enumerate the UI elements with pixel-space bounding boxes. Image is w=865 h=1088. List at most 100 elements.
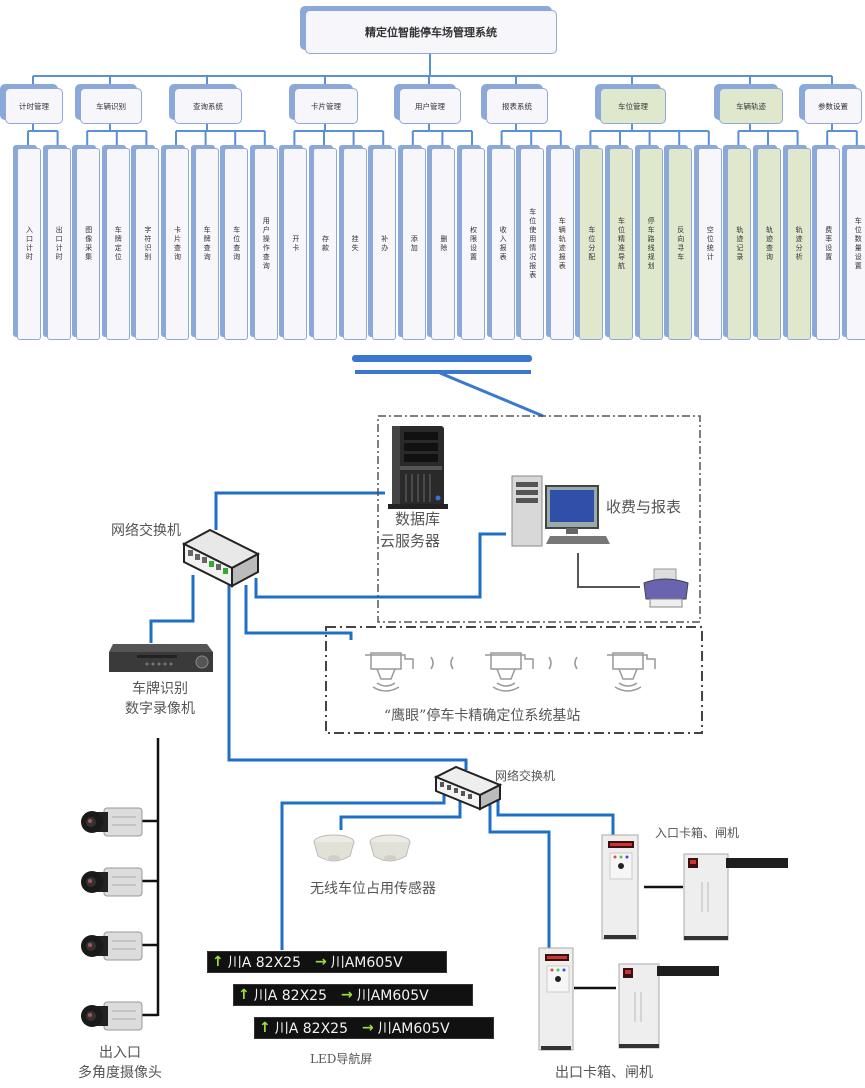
billing-label: 收费与报表 [606,498,682,516]
link-switch-to-dvr [149,575,195,643]
leaf-node: 停车路线规划 [638,148,663,340]
leaf-label: 字符识别 [143,226,152,262]
leaf-node: 卡片查询 [165,148,189,340]
category-label: 计时管理 [19,101,49,111]
exit-gate-label: 出口卡箱、闸机 [555,1065,653,1081]
arrow-up-icon: ↑ [238,987,250,1003]
leaf-node: 轨迹查询 [757,148,781,340]
leaf-node: 收入报表 [490,148,515,340]
entry-barrier-gate-icon [683,853,788,941]
category-label: 车位管理 [618,101,648,111]
leaf-label: 存款 [321,235,330,253]
arrow-right-icon: → [361,1020,374,1036]
leaf-label: 开卡 [291,235,300,253]
leaf-label: 车辆轨迹报表 [558,217,567,271]
leaf-label: 用户操作查询 [262,217,271,271]
led-display-1: ↑ 川A 82X25 → 川AM605V [207,951,447,973]
entry-gate-label: 入口卡箱、闸机 [655,826,740,840]
link-sub-to-exit [488,803,551,948]
leaf-label: 添加 [410,235,419,253]
entry-card-box-icon [601,834,639,940]
arrow-right-icon: → [340,987,353,1003]
leaf-label: 车位数量设置 [854,217,863,271]
category-node: 车辆识别 [80,88,142,124]
leaf-label: 图像采集 [84,226,93,262]
category-label: 查询系统 [193,101,223,111]
leaf-node: 轨迹分析 [786,148,811,340]
leaf-node: 车牌定位 [105,148,130,340]
leaf-node: 车位数量设置 [845,148,865,340]
leaf-node: 费率设置 [816,148,841,340]
arrow-right-icon: → [314,954,327,970]
leaf-node: 删除 [431,148,456,340]
category-label: 用户管理 [415,101,445,111]
leaf-label: 轨迹记录 [735,226,744,262]
leaf-label: 车位精准导航 [617,217,626,271]
exit-barrier-gate-icon [618,963,719,1049]
sensor-label: 无线车位占用传感器 [310,881,436,897]
base-station-group-boundary [325,626,703,734]
leaf-node: 补办 [372,148,397,340]
link-sub-to-led [280,795,446,950]
base-station-icon-2 [485,652,534,692]
category-label: 卡片管理 [311,101,341,111]
leaf-node: 字符识别 [135,148,160,340]
computer-icon [511,475,610,547]
leaf-node: 车位分配 [579,148,604,340]
camera-label-line2: 多角度摄像头 [78,1065,162,1081]
printer-icon [643,568,689,608]
server-group-boundary [377,415,701,623]
dvr-label-line2: 数字录像机 [125,701,195,717]
leaf-node: 添加 [401,148,426,340]
divider-bar-bottom [355,370,531,374]
leaf-label: 车位分配 [587,226,596,262]
led-plate-1: 川A 82X25 [227,955,301,971]
led-plate-1: 川A 82X25 [253,988,327,1004]
led-display-2: ↑ 川A 82X25 → 川AM605V [233,984,473,1006]
camera-label-line1: 出入口 [99,1045,141,1061]
arrow-up-icon: ↑ [259,1020,271,1036]
link-switch-to-base [244,585,353,640]
switch-main-label: 网络交换机 [111,523,181,539]
link-sub-to-sensor [339,800,462,830]
category-node: 车位管理 [600,88,666,124]
leaf-node: 车位精准导航 [609,148,633,340]
leaf-node: 图像采集 [76,148,101,340]
exit-card-box-icon [538,947,574,1051]
leaf-label: 卡片查询 [173,226,182,262]
base-station-icon-3 [607,652,656,692]
link-switch-to-subswitch [227,585,468,770]
leaf-node: 车辆轨迹报表 [549,148,574,340]
arrow-up-icon: ↑ [212,954,224,970]
leaf-label: 挂失 [351,235,360,253]
leaf-node: 反向寻车 [668,148,693,340]
leaf-label: 轨迹查询 [765,226,774,262]
network-switch-main-icon [181,528,261,588]
leaf-label: 删除 [439,235,448,253]
leaf-node: 车位使用情况报表 [520,148,545,340]
link-sub-to-entry [496,797,615,835]
leaf-label: 空位统计 [706,226,715,262]
led-plate-2: 川AM605V [356,988,429,1004]
link-divider-to-server-group [439,371,544,418]
link-switch-to-db [214,491,385,530]
leaf-label: 车位查询 [232,226,241,262]
leaf-label: 车牌定位 [114,226,123,262]
camera-icon [80,999,144,1037]
leaf-node: 空位统计 [697,148,722,340]
category-node: 卡片管理 [294,88,358,124]
leaf-node: 轨迹记录 [727,148,752,340]
leaf-label: 轨迹分析 [795,226,804,262]
category-node: 参数设置 [804,88,862,124]
category-node: 车辆轨迹 [719,88,783,124]
leaf-label: 补办 [380,235,389,253]
leaf-node: 车位查询 [224,148,249,340]
leaf-label: 车牌查询 [203,226,212,262]
base-station-label: “鹰眼”停车卡精确定位系统基站 [384,708,581,724]
server-tower-icon [388,426,448,509]
led-plate-1: 川A 82X25 [274,1021,348,1037]
org-chart-connectors [27,52,858,148]
db-server-label-line2: 云服务器 [380,532,441,550]
led-display-label: LED导航屏 [310,1052,373,1066]
